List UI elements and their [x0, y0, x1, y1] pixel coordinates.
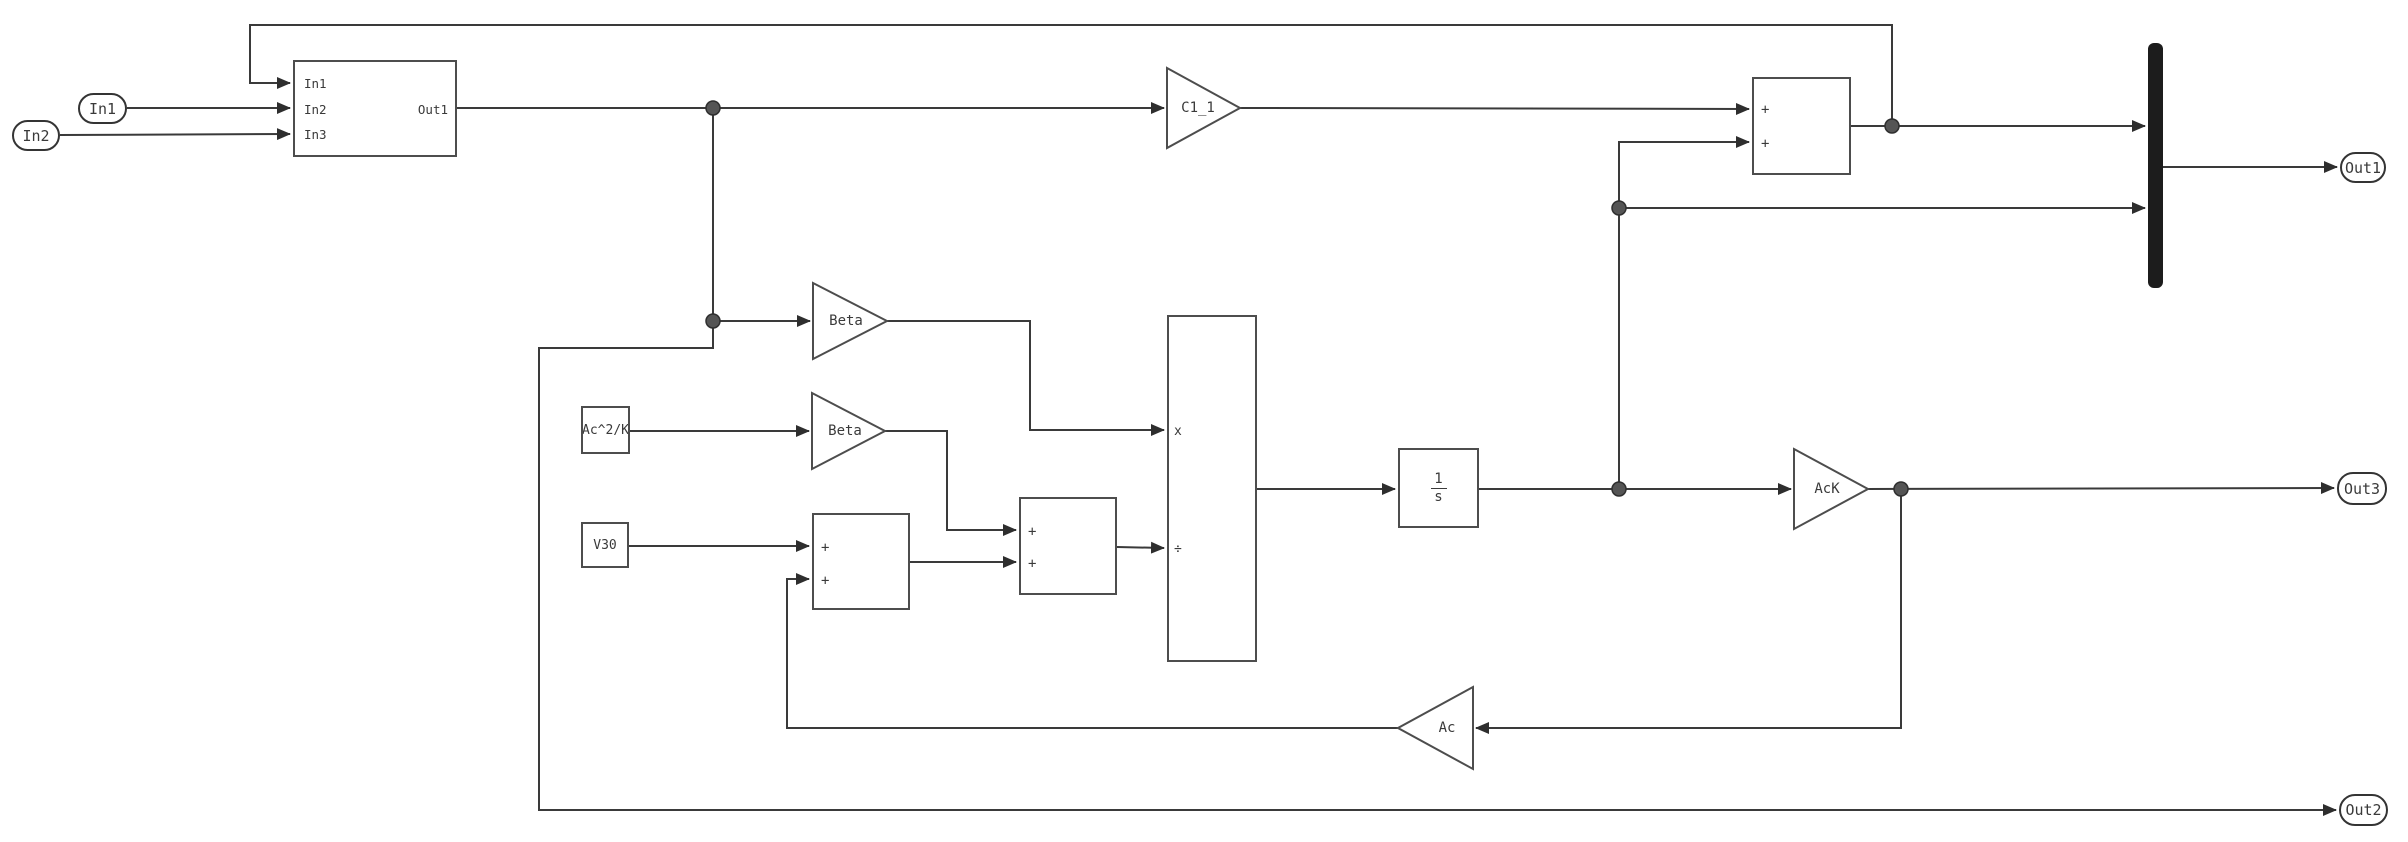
junction-dot	[705, 313, 721, 329]
outport-out2[interactable]: Out2	[2339, 794, 2388, 826]
wire-ac-to-sum1[interactable]	[786, 573, 1398, 729]
gain-ac-block[interactable]	[1395, 685, 1474, 771]
mux-block[interactable]	[2148, 43, 2163, 288]
gain-c1-1-label: C1_1	[1181, 100, 1215, 116]
wire-beta-upper-to-product[interactable]	[887, 320, 1165, 436]
gain-beta-lower-block[interactable]	[811, 391, 888, 471]
sum-top-plus-1: +	[1761, 102, 1770, 118]
wire-ack-to-out3[interactable]	[1867, 482, 2335, 495]
gain-ack-label: AcK	[1814, 481, 1840, 497]
junction-dot	[705, 100, 721, 116]
constant-v30-label: V30	[593, 537, 617, 553]
gain-ack-block[interactable]	[1793, 447, 1871, 531]
gain-beta-upper-label: Beta	[829, 313, 863, 329]
wire-beta-lower-to-sum2[interactable]	[885, 430, 1017, 536]
sum-top-plus-2: +	[1761, 136, 1770, 152]
wire-c11-to-sum[interactable]	[1239, 102, 1750, 115]
subsystem-port-out1: Out1	[417, 102, 448, 117]
constant-v30-block[interactable]: V30	[581, 522, 629, 568]
wire-sum2-to-product[interactable]	[1116, 541, 1165, 554]
integrator-block[interactable]: 1 s	[1398, 448, 1479, 528]
subsystem-block[interactable]: In1 In2 In3 Out1	[293, 60, 457, 157]
inport-in1-label: In1	[88, 99, 117, 118]
gain-beta-upper-block[interactable]	[812, 281, 890, 361]
product-multiply-op: x	[1174, 424, 1182, 439]
sum1-block[interactable]: + +	[812, 513, 910, 610]
junction-dot	[1611, 481, 1627, 497]
wire-feedback-top[interactable]	[249, 24, 1893, 126]
product-divide-op: ÷	[1174, 542, 1182, 557]
sum1-plus-1: +	[821, 540, 830, 556]
fraction-bar	[1430, 487, 1447, 489]
constant-ac2k-block[interactable]: Ac^2/K	[581, 406, 630, 454]
outport-out1[interactable]: Out1	[2340, 152, 2386, 183]
sum1-plus-2: +	[821, 573, 830, 589]
inport-in2-label: In2	[22, 126, 50, 145]
wire-in2-to-subsystem[interactable]	[59, 128, 291, 141]
wire-to-out2[interactable]	[538, 321, 2337, 816]
junction-dot	[1893, 481, 1909, 497]
outport-out2-label: Out2	[2345, 801, 2382, 819]
subsystem-port-in3: In3	[304, 127, 327, 142]
wire-ack-to-ac[interactable]	[1475, 489, 1902, 734]
integrator-fraction: 1 s	[1400, 450, 1477, 526]
inport-in1[interactable]: In1	[78, 93, 127, 124]
integrator-denominator: s	[1434, 488, 1443, 505]
sum2-block[interactable]: + +	[1019, 497, 1117, 595]
subsystem-port-in2: In2	[304, 102, 327, 117]
gain-ac-label: Ac	[1438, 720, 1456, 736]
product-block[interactable]: x ÷	[1167, 315, 1257, 662]
outport-out3[interactable]: Out3	[2337, 472, 2387, 505]
sum2-plus-1: +	[1028, 524, 1037, 540]
outport-out3-label: Out3	[2343, 479, 2381, 498]
junction-dot	[1611, 200, 1627, 216]
sum-top-block[interactable]: + +	[1752, 77, 1851, 175]
integrator-numerator: 1	[1434, 470, 1443, 487]
outport-out1-label: Out1	[2344, 158, 2382, 177]
junction-dot	[1884, 118, 1900, 134]
wire-feedback-to-sum[interactable]	[1618, 136, 1750, 489]
constant-ac2k-label: Ac^2/K	[583, 422, 628, 438]
inport-in2[interactable]: In2	[12, 120, 60, 151]
gain-beta-lower-label: Beta	[828, 423, 862, 439]
sum2-plus-2: +	[1028, 556, 1037, 572]
gain-c1-1-block[interactable]	[1166, 66, 1243, 150]
subsystem-port-in1: In1	[304, 76, 327, 91]
